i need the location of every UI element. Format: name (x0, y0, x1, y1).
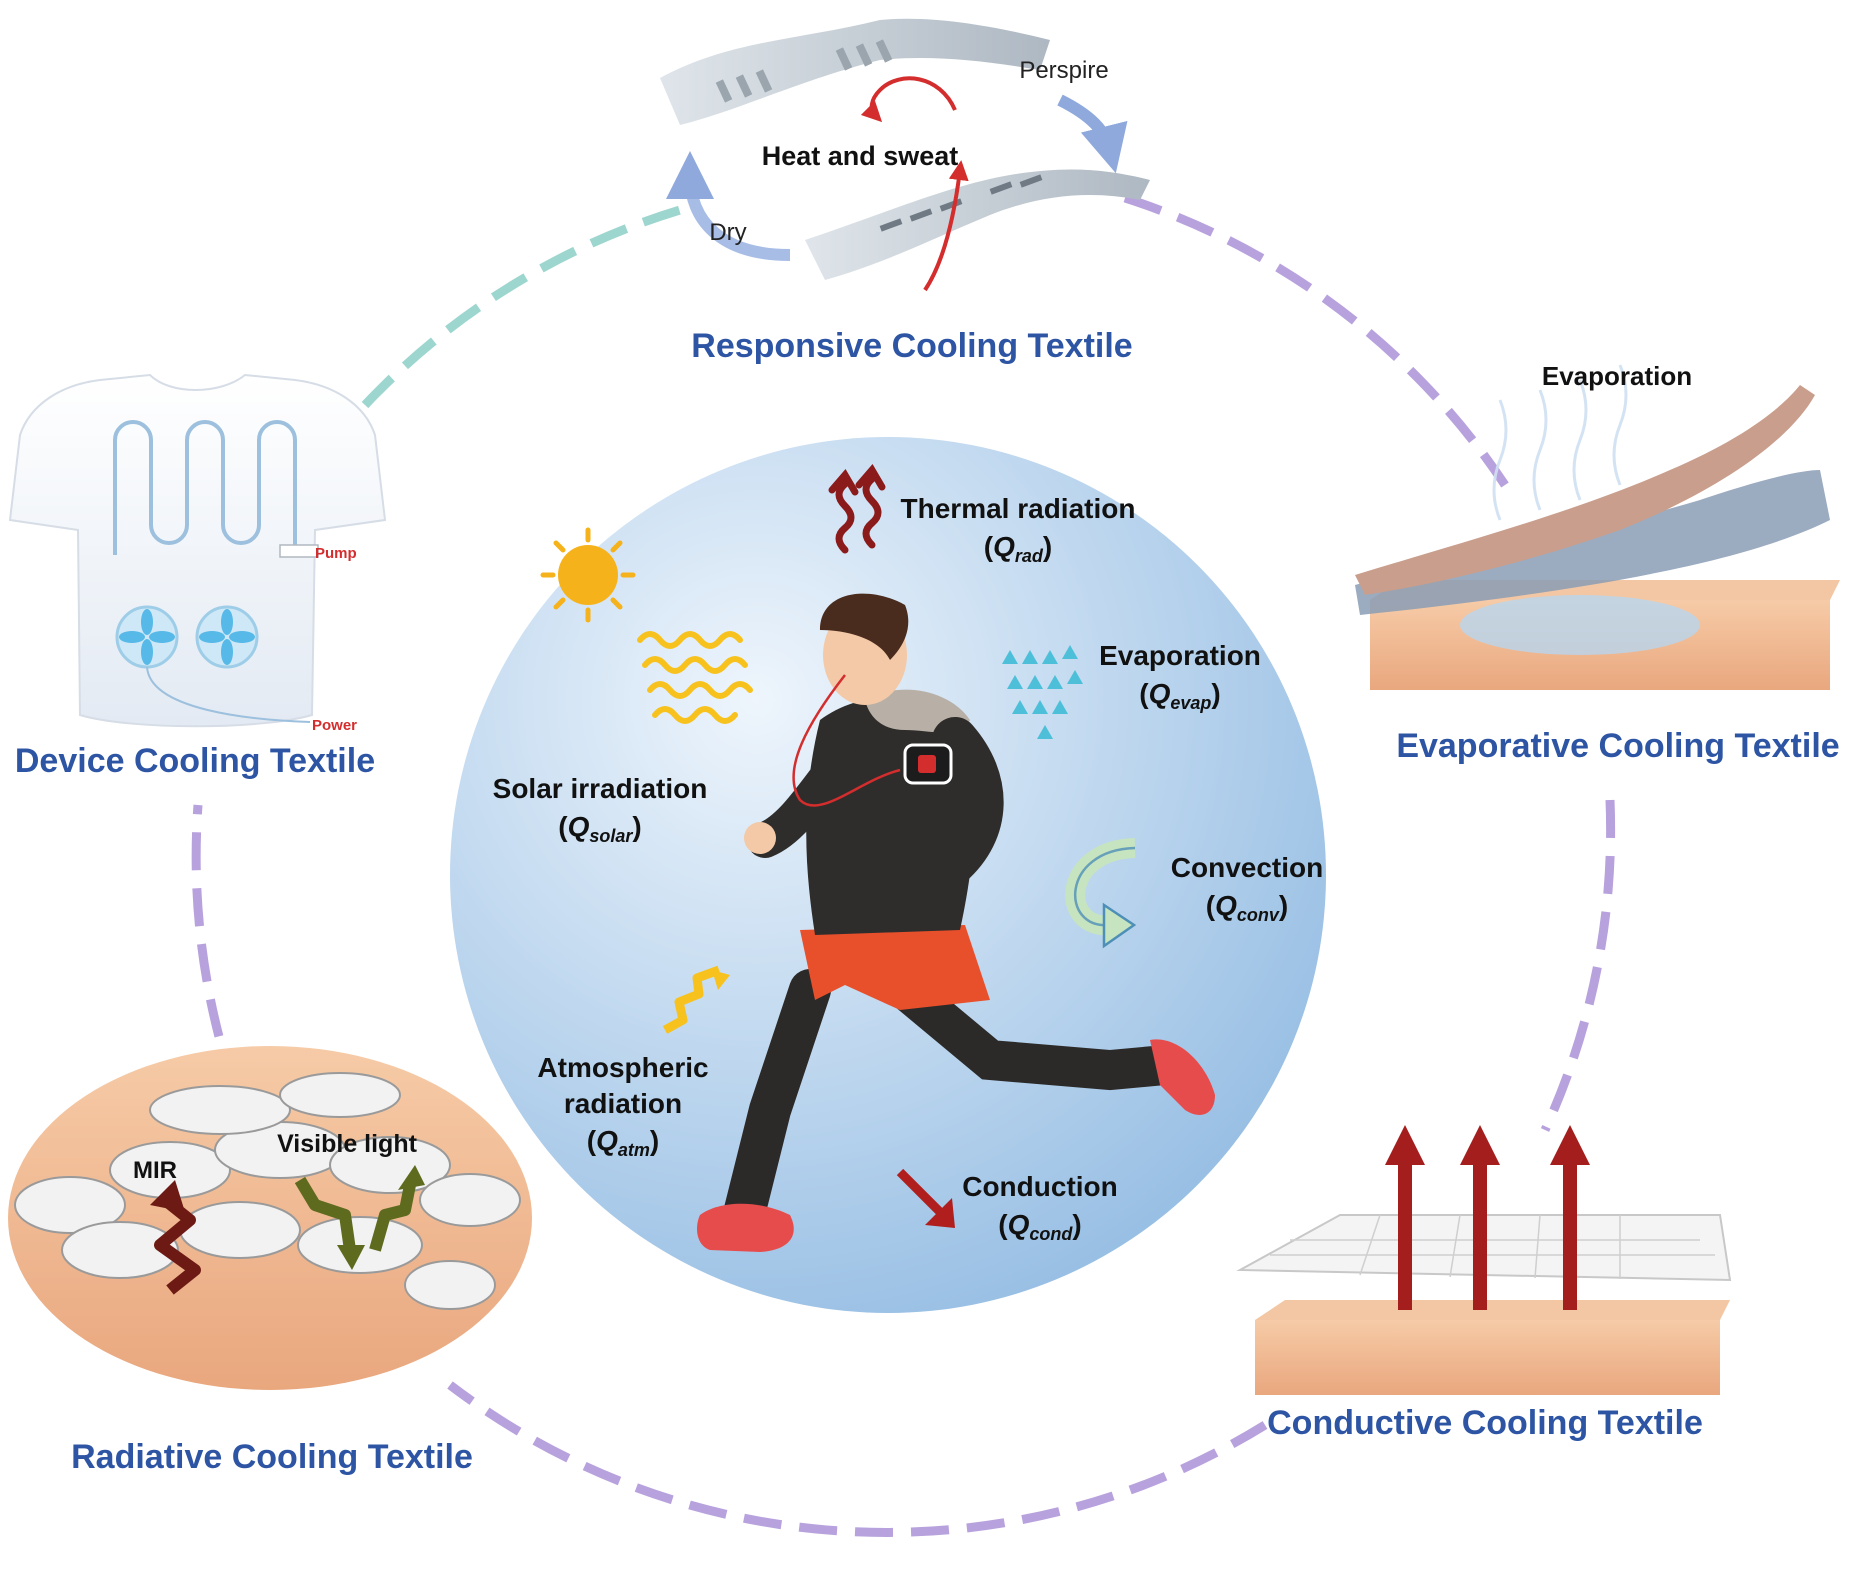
cooling-tube (113, 420, 315, 555)
ring-segment-upper-left (361, 205, 682, 409)
solar-rays-icon (637, 631, 753, 724)
fan-icon-right (195, 605, 259, 669)
mesh-lines (1270, 1214, 1715, 1279)
evaporative-cooling-title: Evaporative Cooling Textile (1396, 727, 1839, 765)
ring-segment-bottom (447, 1381, 1268, 1537)
mir-label: MIR (133, 1157, 177, 1184)
blue-fabric-layer (1355, 470, 1830, 615)
device-cooling-title: Device Cooling Textile (15, 742, 375, 780)
outer-dashed-ring (191, 193, 1616, 1537)
atmospheric-radiation-symbol: (Qatm) (587, 1125, 659, 1160)
upper-fabric-pores (715, 39, 893, 103)
visible-light-label: Visible light (277, 1130, 418, 1158)
heat-up-arrows (1385, 1125, 1590, 1310)
thermal-radiation-icon (828, 464, 886, 554)
convection-arrow-icon (1065, 838, 1137, 949)
fiber-bundles (14, 1072, 521, 1310)
heat-and-sweat-label: Heat and sweat (762, 141, 959, 171)
conduction-symbol: (Qcond) (998, 1209, 1081, 1244)
upper-fabric-sheet (660, 18, 1050, 125)
ring-segment-left (191, 804, 240, 1092)
fan-icon-left (115, 605, 179, 669)
conductive-cooling-title: Conductive Cooling Textile (1267, 1404, 1703, 1442)
device-textile-illustration (8, 373, 387, 728)
ring-segment-right (1540, 799, 1616, 1132)
power-label: Power (312, 717, 357, 734)
visible-light-in-arrow (294, 1176, 356, 1251)
perspire-arrow (1057, 94, 1128, 174)
dry-arrow (666, 151, 791, 261)
conduction-arrow-icon (896, 1168, 955, 1228)
conductive-textile-illustration (1236, 1125, 1732, 1395)
vapor-wisps (1492, 364, 1628, 521)
conductive-skin-block (1255, 1320, 1720, 1395)
power-cable (146, 666, 311, 723)
responsive-cooling-title: Responsive Cooling Textile (691, 327, 1132, 365)
perspire-label: Perspire (1019, 57, 1108, 84)
sweat-pool (1460, 595, 1700, 655)
solar-irradiation-label: Solar irradiation (493, 773, 708, 804)
evaporative-textile-illustration (1355, 364, 1840, 690)
radiative-textile-illustration (8, 1046, 532, 1390)
thermal-radiation-label: Thermal radiation (901, 493, 1136, 524)
pump-label: Pump (315, 545, 357, 562)
tshirt-shape (8, 373, 387, 728)
responsive-textile-illustration (660, 18, 1150, 292)
atmospheric-radiation-icon (662, 965, 730, 1034)
sweat-rise-arrow (923, 160, 969, 292)
mir-arrow (154, 1195, 201, 1295)
radiative-cooling-title: Radiative Cooling Textile (71, 1438, 473, 1476)
visible-light-out-arrow (369, 1183, 416, 1252)
runner-illustration (697, 593, 1215, 1252)
dry-label: Dry (709, 219, 746, 246)
brown-fabric-layer (1355, 385, 1815, 595)
atmospheric-radiation-label-line1: Atmospheric (537, 1052, 708, 1083)
evaporation-label: Evaporation (1099, 640, 1261, 671)
sun-icon (540, 527, 636, 623)
lower-fabric-sheet (805, 169, 1150, 280)
evaporation-top-label: Evaporation (1542, 361, 1692, 391)
ring-segment-upper-right (1123, 193, 1509, 488)
pump-unit (279, 544, 319, 558)
conduction-label: Conduction (962, 1171, 1118, 1202)
evaporation-icon (1002, 645, 1083, 739)
atmospheric-radiation-label-line2: radiation (564, 1088, 682, 1119)
heat-curl-arrow (860, 76, 957, 123)
convection-label: Convection (1171, 852, 1323, 883)
